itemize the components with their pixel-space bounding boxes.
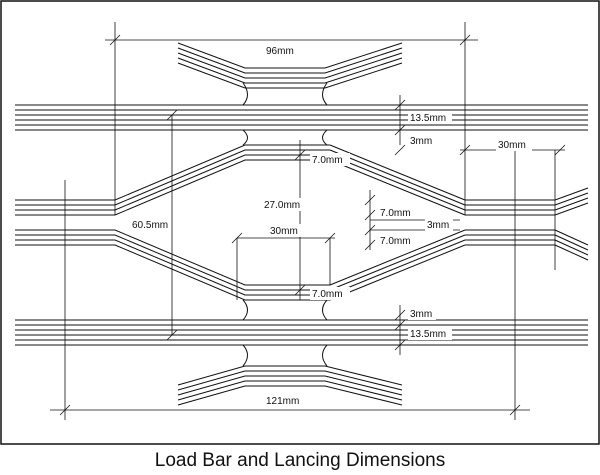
label-bottom-width: 121mm [266,396,299,407]
label-gap-lower: 3mm [410,309,432,320]
label-strand-gap-b: 7.0mm [380,236,411,247]
label-gap-upper: 3mm [410,136,432,147]
label-opening-height: 27.0mm [264,200,300,211]
drawing-border [0,0,600,445]
drawing-canvas: 96mm 13.5mm 3mm 30mm 7.0mm 27.0mm 60.5mm… [0,0,600,445]
figure-caption: Load Bar and Lancing Dimensions [154,450,446,471]
bottom-lance [177,344,403,406]
label-top-width: 96mm [266,46,294,57]
label-strand-lower: 7.0mm [312,289,343,300]
upper-load-bar [15,104,588,131]
dimension-lines [50,22,566,420]
label-center-gap: 3mm [427,220,449,231]
top-lance [177,42,403,106]
label-strand-gap-a: 7.0mm [380,208,411,219]
label-diagonal: 60.5mm [132,220,168,231]
lower-load-bar [15,319,588,346]
label-bar-height-lower: 13.5mm [410,329,446,340]
right-strands [465,187,589,261]
center-diamond [114,129,466,321]
label-inner-width: 30mm [270,226,298,237]
label-right-offset: 30mm [498,140,526,151]
label-strand-upper: 7.0mm [312,155,343,166]
label-bar-height-upper: 13.5mm [410,113,446,124]
